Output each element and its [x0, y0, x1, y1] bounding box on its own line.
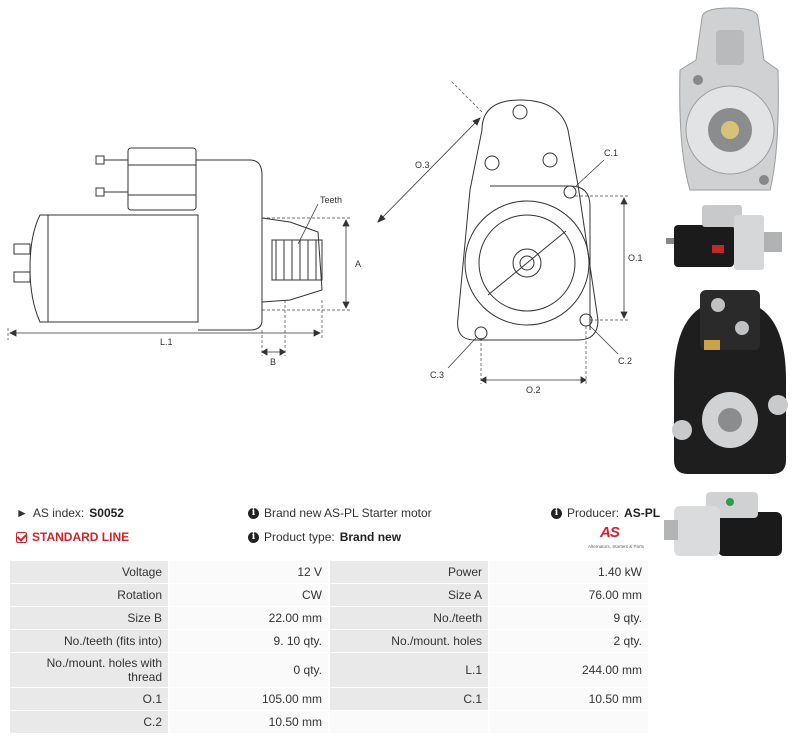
technical-drawing: Teeth L.1 A B C.1 C.2 C.3 O.1 O.2 O.3 [7, 79, 643, 395]
info-icon: i [551, 507, 562, 519]
spec-value: CW [170, 584, 330, 606]
label-c1: C.1 [604, 148, 618, 158]
table-row: Voltage 12 V Power 1.40 kW [10, 561, 650, 583]
producer-label: Producer: [567, 506, 620, 520]
spec-value: 22.00 mm [170, 607, 330, 629]
description-text: Brand new AS-PL Starter motor [264, 506, 432, 520]
spec-label: O.1 [10, 688, 170, 710]
spec-label: L.1 [330, 653, 490, 687]
label-c3: C.3 [430, 370, 444, 380]
hole-c3 [474, 326, 488, 340]
aspl-logo: AS Alternators, Starters & Parts [588, 524, 650, 552]
spec-label: No./teeth (fits into) [10, 630, 170, 652]
product-type-value: Brand new [339, 530, 402, 544]
label-a: A [355, 259, 361, 269]
label-o3: O.3 [415, 160, 430, 170]
info-icon: i [248, 507, 259, 519]
table-row: Rotation CW Size A 76.00 mm [10, 584, 650, 606]
producer-value: AS-PL [624, 506, 661, 520]
photo-front-view [679, 7, 779, 191]
as-index-label: AS index: [32, 506, 85, 520]
spec-value: 9 qty. [490, 607, 650, 629]
logo-text: AS [600, 524, 620, 541]
info-icon: i [248, 531, 259, 543]
spec-label: Power [330, 561, 490, 583]
table-row: Size B 22.00 mm No./teeth 9 qty. [10, 607, 650, 629]
spec-label-empty [330, 711, 490, 733]
spec-label: Size B [10, 607, 170, 629]
spec-value: 76.00 mm [490, 584, 650, 606]
producer: i Producer: AS-PL [551, 506, 660, 520]
as-index: ► AS index: S0052 [16, 506, 124, 520]
pinion-gear [271, 239, 323, 281]
spec-label: No./mount. holes with thread [10, 653, 170, 687]
spec-label: Size A [330, 584, 490, 606]
end-flange-outline [457, 99, 599, 341]
table-row: O.1 105.00 mm C.1 10.50 mm [10, 688, 650, 710]
spec-label: No./teeth [330, 607, 490, 629]
product-description: i Brand new AS-PL Starter motor [248, 506, 432, 520]
spec-value: 0 qty. [170, 653, 330, 687]
spec-value-empty [490, 711, 650, 733]
spec-value: 10.50 mm [170, 711, 330, 733]
label-o1: O.1 [628, 253, 643, 263]
product-type-label: Product type: [264, 530, 335, 544]
standard-line-text: STANDARD LINE [32, 530, 130, 544]
product-info-bar: ► AS index: S0052 i Brand new AS-PL Star… [0, 500, 660, 558]
flange-ring [464, 200, 590, 326]
table-row: No./teeth (fits into) 9. 10 qty. No./mou… [10, 630, 650, 652]
table-row: No./mount. holes with thread 0 qty. L.1 … [10, 653, 650, 687]
spec-table: Voltage 12 V Power 1.40 kW Rotation CW S… [10, 560, 650, 734]
product-photos [664, 7, 788, 556]
hole-c1 [563, 185, 577, 199]
spec-value: 105.00 mm [170, 688, 330, 710]
photo-angle-view [664, 492, 782, 556]
as-index-value: S0052 [89, 506, 124, 520]
spec-label: Rotation [10, 584, 170, 606]
spec-value: 1.40 kW [490, 561, 650, 583]
standard-line: STANDARD LINE [16, 530, 129, 544]
spec-label: No./mount. holes [330, 630, 490, 652]
label-c2: C.2 [618, 356, 632, 366]
spec-value: 12 V [170, 561, 330, 583]
spec-label: C.2 [10, 711, 170, 733]
motor-body-outline [29, 214, 199, 323]
product-type: i Product type: Brand new [248, 530, 401, 544]
table-row: C.2 10.50 mm [10, 711, 650, 733]
logo-tagline: Alternators, Starters & Parts [588, 544, 645, 549]
spec-value: 244.00 mm [490, 653, 650, 687]
label-teeth: Teeth [320, 195, 342, 205]
spec-value: 2 qty. [490, 630, 650, 652]
spec-label: Voltage [10, 561, 170, 583]
spec-label: C.1 [330, 688, 490, 710]
spec-value: 9. 10 qty. [170, 630, 330, 652]
photo-rear-view [672, 290, 788, 474]
tag-icon: ► [16, 506, 28, 520]
solenoid-outline [127, 147, 197, 211]
photo-side-view [666, 205, 782, 270]
label-l1: L.1 [160, 337, 173, 347]
label-o2: O.2 [526, 385, 541, 395]
spec-value: 10.50 mm [490, 688, 650, 710]
checkbox-icon [16, 531, 27, 543]
label-b: B [270, 357, 276, 367]
